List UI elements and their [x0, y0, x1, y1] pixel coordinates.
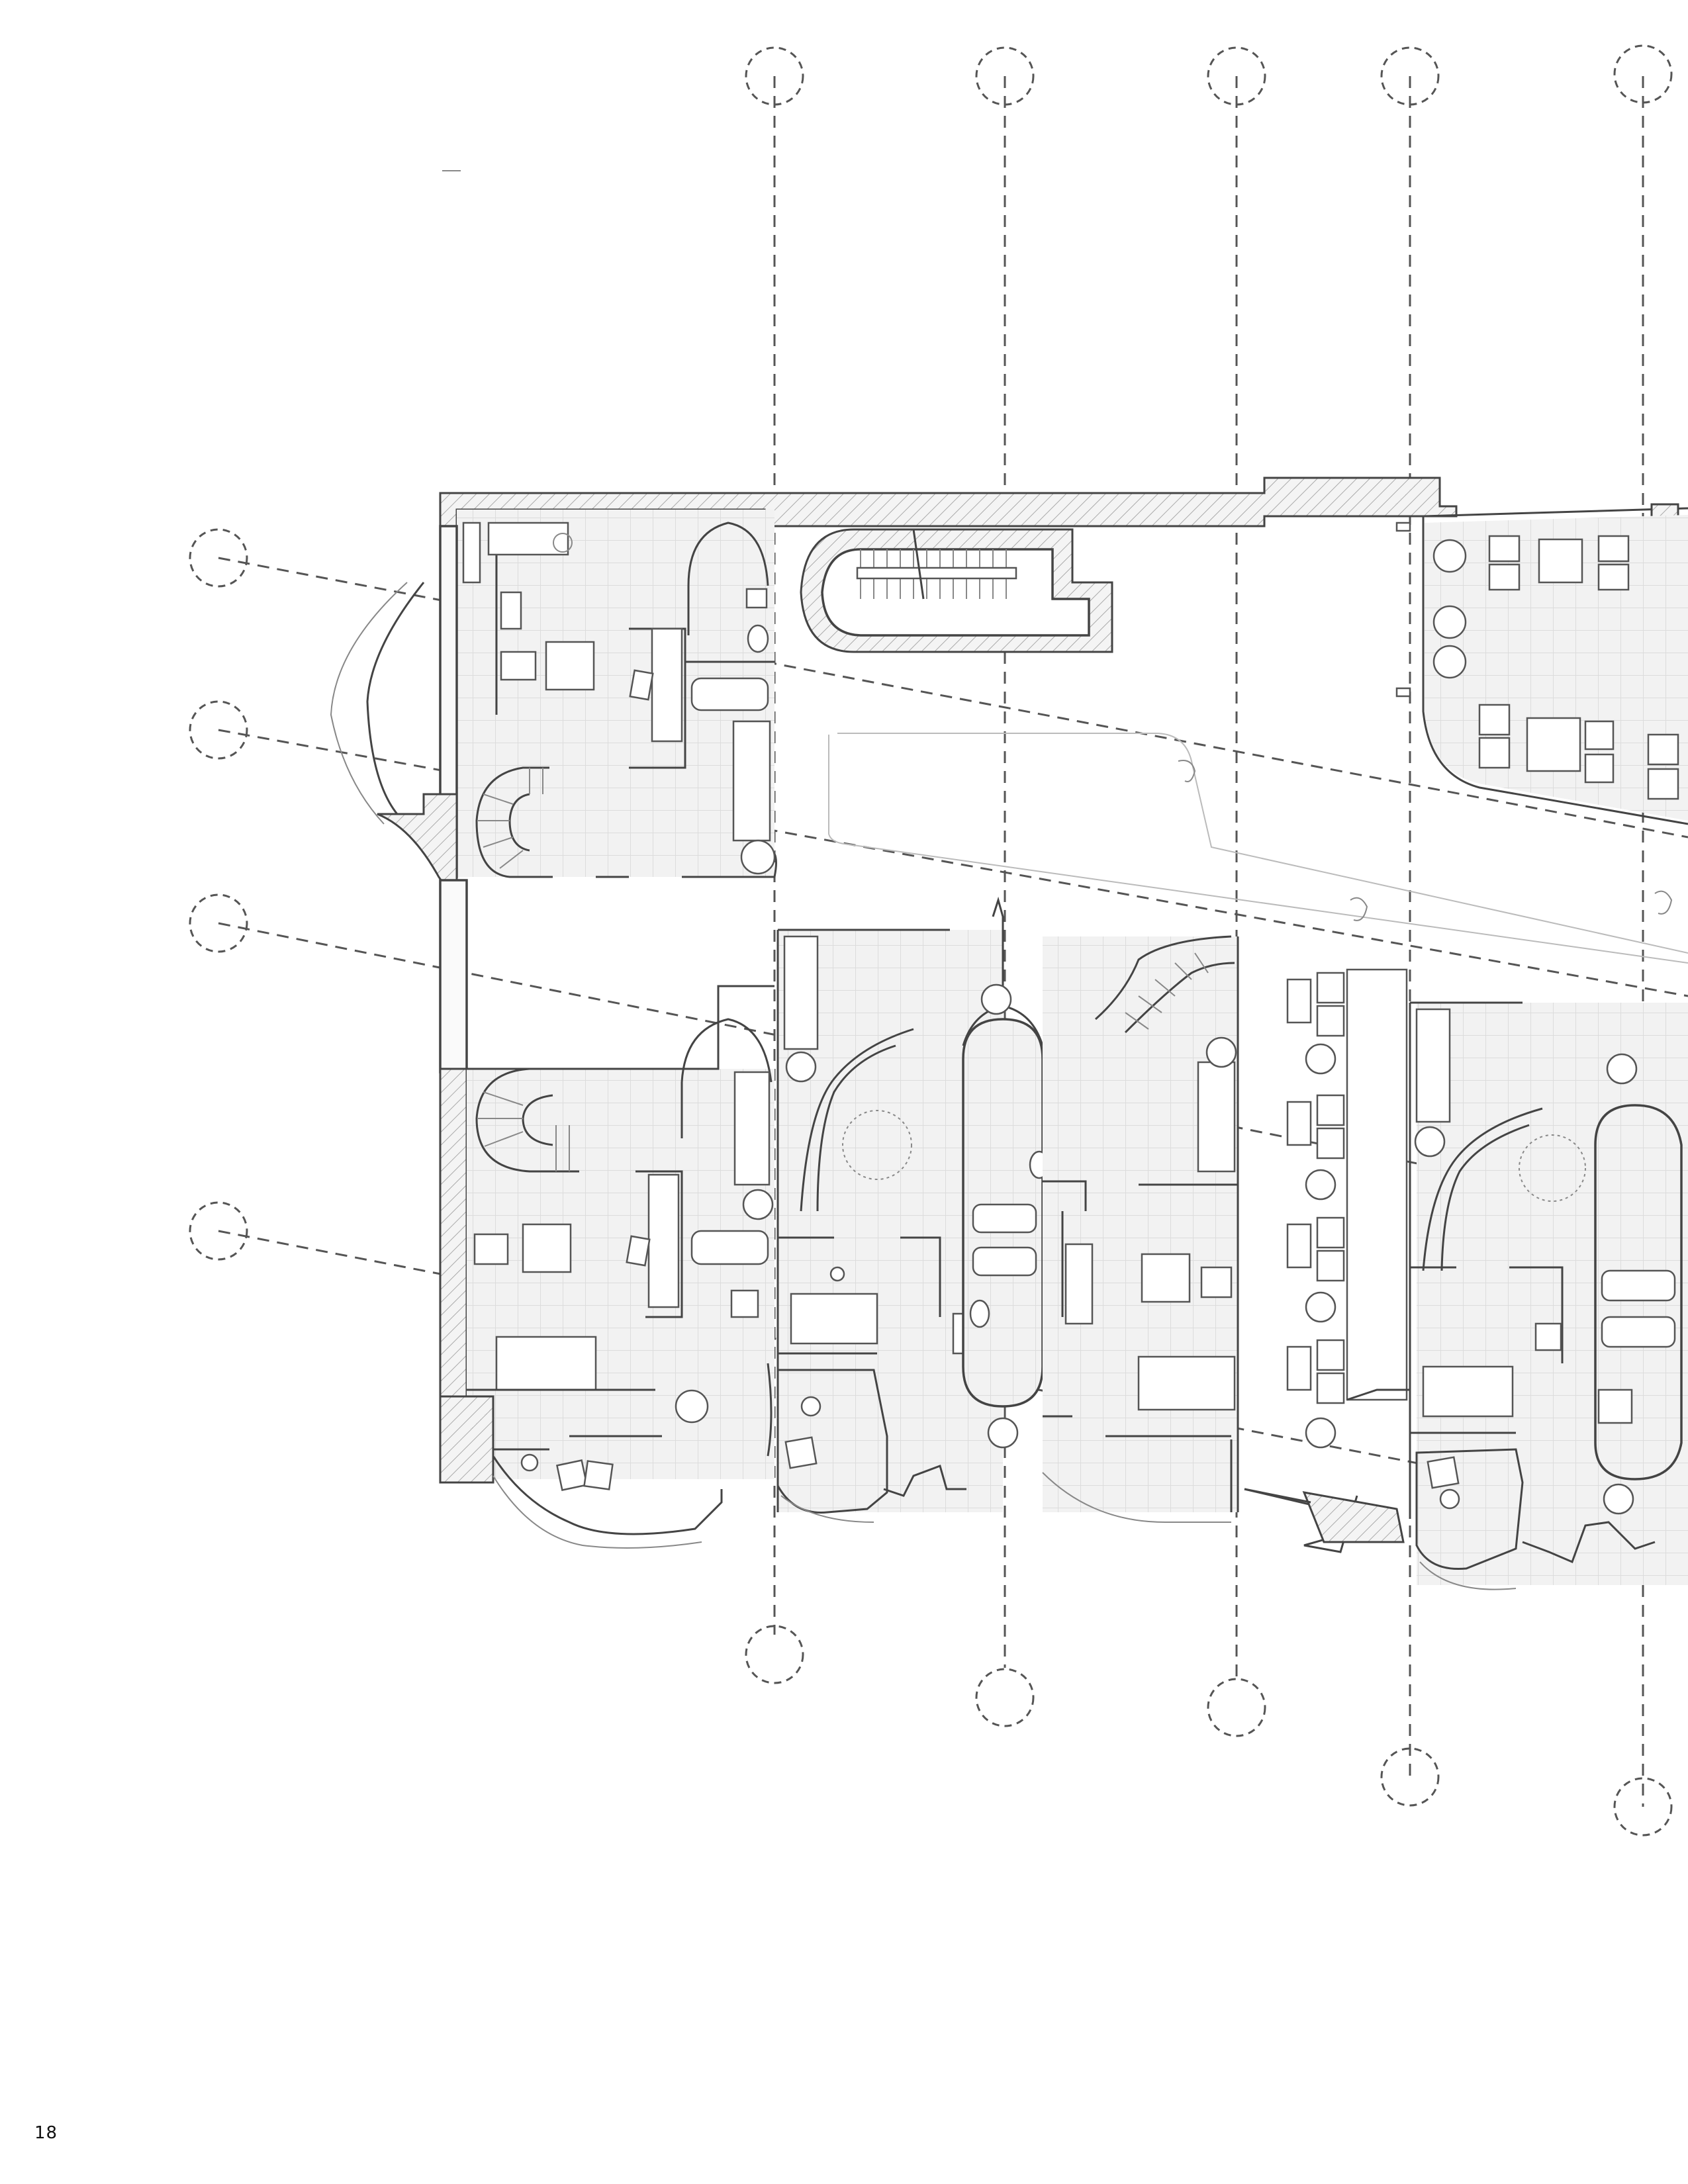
plant-3 [1432, 645, 1467, 679]
bottom-grid-bubbles [745, 1625, 1673, 1837]
toilet [747, 624, 769, 653]
top-grid-bubbles [745, 44, 1673, 106]
curved-stair-mid-right [1095, 935, 1232, 1021]
unit-middle-left [776, 929, 1003, 1523]
wardrobe [500, 591, 522, 630]
person-top-left [553, 533, 573, 553]
bed-mid-left [790, 1293, 878, 1345]
grid-bubble-top-5 [1613, 44, 1673, 104]
courtyard-outline-inner [828, 735, 1688, 964]
sofa-mid-right [1197, 1061, 1236, 1173]
lounge-chair-10 [1647, 768, 1679, 800]
grid-bubble-bottom-1 [745, 1625, 804, 1684]
bedside-table-lower [522, 1223, 572, 1273]
stair-core [800, 528, 1113, 653]
grid-bubble-left-4 [189, 1201, 248, 1261]
dining-circle-right [1519, 1134, 1586, 1202]
bed-lower-right [1422, 1365, 1514, 1418]
grid-bubble-top-3 [1207, 46, 1266, 106]
lounge-chair-8 [1584, 753, 1615, 784]
sketch-marks [1178, 760, 1673, 921]
kitchen-counter-right [1415, 1008, 1451, 1123]
kitchen-counter-mid [783, 935, 819, 1050]
courtyard-outline [837, 733, 1688, 954]
lounge-chair-9 [1647, 733, 1679, 766]
desk [651, 627, 683, 743]
stair-landing-wall [377, 793, 458, 891]
desk-chair [629, 669, 654, 701]
desk-lower [647, 1173, 680, 1308]
curved-entry-wall [767, 1363, 773, 1457]
page-number: 18 [34, 2123, 58, 2143]
lounge-chair-4 [1597, 563, 1630, 591]
lounge-upper-right [1395, 503, 1688, 825]
unit-lower-right [1409, 1001, 1688, 1590]
grid-bubble-left-3 [189, 893, 248, 953]
plant-1 [1432, 539, 1467, 573]
sofa [732, 720, 771, 842]
bay-window-lower-right [1415, 1448, 1524, 1570]
corridor-column [439, 879, 468, 1073]
lounge-chair-1 [1488, 535, 1521, 563]
gallery-corridor [1244, 968, 1410, 1553]
lounge-wall [1423, 507, 1688, 518]
grid-bubble-left-1 [189, 528, 248, 588]
sink [745, 588, 768, 609]
unit-lower-left [439, 879, 774, 1549]
lounge-chair-5 [1478, 704, 1511, 736]
grid-bubble-top-4 [1380, 46, 1440, 106]
grid-bubble-bottom-5 [1613, 1777, 1673, 1837]
desk-mid-right [1064, 1243, 1094, 1325]
bathtub-lower [690, 1230, 769, 1265]
lounge-table-1 [1538, 538, 1583, 584]
facade-curve-top [366, 582, 425, 815]
bed-lower [495, 1336, 597, 1391]
lounge-chair-2 [1488, 563, 1521, 591]
lounge-chair-3 [1597, 535, 1630, 563]
lounge-table-2 [1526, 717, 1581, 772]
long-bench [1346, 968, 1408, 1401]
dining-circle [842, 1110, 912, 1180]
top-shelf [462, 522, 481, 584]
sofa-lower [733, 1071, 771, 1186]
facade-curve-top-thin [330, 582, 408, 825]
plant-2 [1432, 605, 1467, 639]
bedside-mid-right [1141, 1253, 1191, 1303]
stair-handrail [856, 567, 1017, 580]
unit-upper-left [330, 477, 1458, 891]
lounge-chair-7 [1584, 720, 1615, 751]
grid-bubble-top-2 [975, 46, 1035, 106]
side-table [740, 839, 776, 875]
stair-treads [478, 768, 543, 869]
grid-bubble-bottom-2 [975, 1668, 1035, 1727]
curved-bath-wall [687, 522, 769, 586]
grid-bubble-bottom-3 [1207, 1678, 1266, 1737]
bedside-table [545, 641, 595, 691]
curved-kitchen-wall [800, 1028, 914, 1212]
grid-bubble-top-1 [745, 46, 804, 106]
bed-mid-right [1137, 1355, 1236, 1411]
lounge-chair-6 [1478, 737, 1511, 769]
armchair [500, 651, 537, 681]
unit-middle-right [1042, 935, 1239, 1523]
grid-bubble-bottom-4 [1380, 1747, 1440, 1807]
grid-bubble-left-2 [189, 700, 248, 760]
spiral-stair-outer [475, 766, 553, 878]
bay-window-lower-left [492, 1455, 723, 1535]
bathtub [690, 677, 769, 711]
